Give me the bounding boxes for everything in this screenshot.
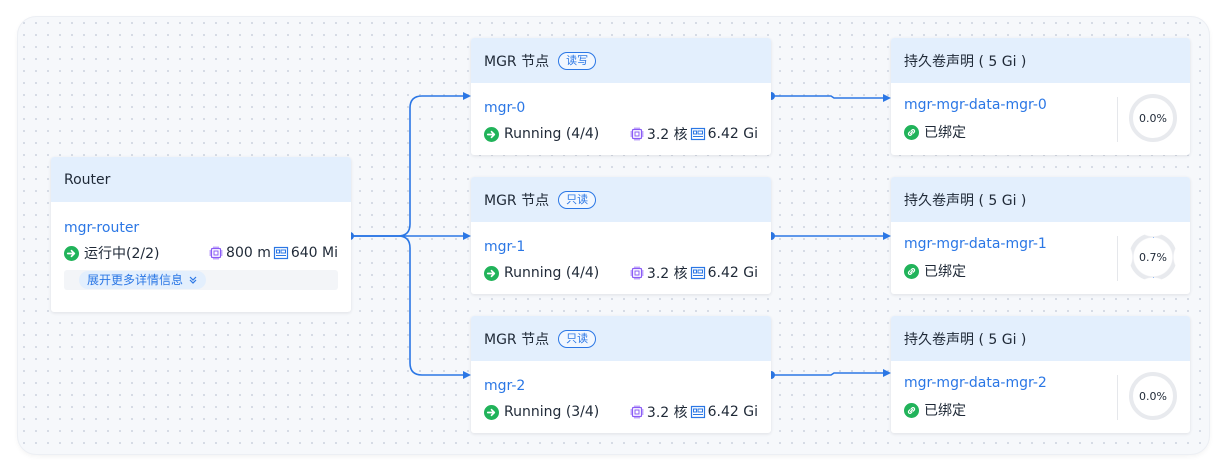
mgr-node-status: Running (4/4) [504, 265, 600, 281]
router-name-link[interactable]: mgr-router [64, 220, 140, 236]
mgr-node-card-header: MGR 节点 只读 [471, 316, 771, 361]
usage-value: 0.0% [1139, 389, 1167, 403]
router-status: 运行中(2/2) [84, 246, 160, 262]
play-circle-icon [484, 404, 499, 420]
role-badge: 读写 [558, 51, 597, 70]
cpu-chip-icon [630, 127, 644, 141]
usage-gauge: 0.0% [1129, 94, 1177, 142]
mgr-node-name-link[interactable]: mgr-0 [484, 100, 526, 116]
divider [1117, 375, 1118, 420]
mgr-node-memory: 6.42 Gi [707, 404, 758, 420]
usage-gauge: 0.0% [1129, 372, 1177, 420]
pvc-status: 已绑定 [924, 403, 966, 419]
play-circle-icon [484, 126, 499, 142]
pvc-name-link[interactable]: mgr-mgr-data-mgr-0 [904, 97, 1047, 113]
link-circle-icon [904, 263, 919, 279]
expand-details-bar: 展开更多详情信息 [64, 270, 338, 290]
memory-icon [690, 127, 705, 141]
cpu-chip-icon [209, 246, 223, 260]
router-card-header: Router [51, 157, 351, 202]
pvc-card-header: 持久卷声明 ( 5 Gi ) [891, 177, 1190, 222]
pvc-status: 已绑定 [924, 125, 966, 141]
expand-details-label: 展开更多详情信息 [87, 273, 184, 287]
mgr-node-card-2: MGR 节点 只读 mgr-2 Running (3/4) 3.2 核 6.42… [471, 316, 771, 433]
link-circle-icon [904, 124, 919, 140]
router-card-title: Router [64, 171, 111, 188]
router-cpu: 800 m [226, 245, 271, 261]
pvc-name-link[interactable]: mgr-mgr-data-mgr-1 [904, 236, 1047, 252]
pvc-title: 持久卷声明 ( 5 Gi ) [904, 192, 1027, 209]
expand-details-button[interactable]: 展开更多详情信息 [79, 271, 207, 289]
link-circle-icon [904, 402, 919, 418]
memory-icon [690, 405, 705, 419]
mgr-node-cpu: 3.2 核 [646, 266, 688, 282]
mgr-node-title: MGR 节点 [484, 192, 550, 209]
pvc-card-2: 持久卷声明 ( 5 Gi ) mgr-mgr-data-mgr-2 已绑定 0.… [891, 316, 1190, 433]
mgr-node-title: MGR 节点 [484, 53, 550, 70]
mgr-node-card-1: MGR 节点 只读 mgr-1 Running (4/4) 3.2 核 6.42… [471, 177, 771, 294]
role-badge: 只读 [558, 190, 597, 209]
pvc-title: 持久卷声明 ( 5 Gi ) [904, 53, 1027, 70]
mgr-node-card-header: MGR 节点 只读 [471, 177, 771, 222]
divider [1117, 236, 1118, 281]
mgr-node-cpu: 3.2 核 [646, 405, 688, 421]
pvc-card-header: 持久卷声明 ( 5 Gi ) [891, 316, 1190, 361]
play-circle-icon [484, 265, 499, 281]
router-card: Router mgr-router 运行中(2/2) 800 m 640 Mi … [51, 157, 351, 312]
cpu-chip-icon [630, 405, 644, 419]
usage-value: 0.7% [1139, 250, 1167, 264]
mgr-node-status: Running (3/4) [504, 404, 600, 420]
pvc-name-link[interactable]: mgr-mgr-data-mgr-2 [904, 375, 1047, 391]
mgr-node-memory: 6.42 Gi [707, 126, 758, 142]
divider [1117, 97, 1118, 142]
memory-icon [690, 266, 705, 280]
mgr-node-title: MGR 节点 [484, 331, 550, 348]
pvc-title: 持久卷声明 ( 5 Gi ) [904, 331, 1027, 348]
mgr-node-memory: 6.42 Gi [707, 265, 758, 281]
play-circle-icon [64, 245, 79, 261]
role-badge: 只读 [558, 329, 597, 348]
pvc-status: 已绑定 [924, 264, 966, 280]
mgr-node-name-link[interactable]: mgr-1 [484, 239, 526, 255]
double-chevron-down-icon [189, 276, 197, 284]
mgr-node-card-header: MGR 节点 读写 [471, 38, 771, 83]
cpu-chip-icon [630, 266, 644, 280]
mgr-node-name-link[interactable]: mgr-2 [484, 378, 526, 394]
pvc-card-0: 持久卷声明 ( 5 Gi ) mgr-mgr-data-mgr-0 已绑定 0.… [891, 38, 1190, 155]
mgr-node-cpu: 3.2 核 [646, 127, 688, 143]
usage-gauge: 0.7% [1129, 233, 1177, 281]
usage-value: 0.0% [1139, 111, 1167, 125]
mgr-node-card-0: MGR 节点 读写 mgr-0 Running (4/4) 3.2 核 6.42… [471, 38, 771, 155]
memory-icon [273, 246, 288, 260]
router-memory: 640 Mi [290, 245, 338, 261]
pvc-card-header: 持久卷声明 ( 5 Gi ) [891, 38, 1190, 83]
pvc-card-1: 持久卷声明 ( 5 Gi ) mgr-mgr-data-mgr-1 已绑定 0.… [891, 177, 1190, 294]
mgr-node-status: Running (4/4) [504, 126, 600, 142]
